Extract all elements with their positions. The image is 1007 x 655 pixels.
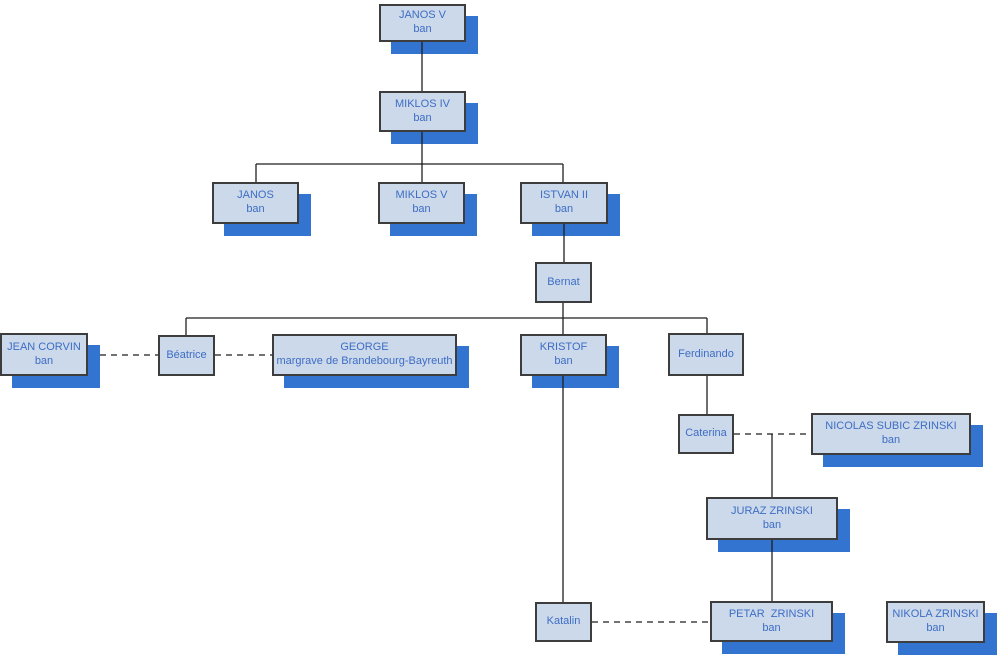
person-title: ban	[412, 203, 431, 215]
node-beatrice[interactable]: Béatrice	[158, 335, 215, 376]
person-name: Caterina	[685, 427, 727, 440]
person-name: Béatrice	[166, 348, 207, 361]
person-name: MIKLOS IV	[394, 97, 451, 110]
person-name: GEORGE	[340, 341, 389, 354]
person-title: ban	[246, 203, 265, 215]
node-caterina[interactable]: Caterina	[678, 414, 734, 454]
person-name: Ferdinando	[678, 347, 734, 360]
person-name: JEAN CORVIN	[7, 340, 81, 353]
person-name: Bernat	[547, 275, 580, 288]
person-name: PETAR ZRINSKI	[728, 607, 815, 620]
person-title: ban	[554, 203, 574, 215]
person-title: ban	[881, 434, 901, 446]
person-name: ISTVAN II	[539, 189, 589, 202]
person-name: Katalin	[546, 615, 581, 628]
person-title: margrave de Brandebourg-Bayreuth	[276, 355, 453, 367]
node-ferdinando[interactable]: Ferdinando	[668, 333, 744, 376]
person-title: ban	[926, 622, 945, 634]
person-name: JURAZ ZRINSKI	[731, 504, 813, 517]
person-name: NIKOLA ZRINSKI	[892, 608, 979, 621]
person-title: ban	[762, 621, 781, 634]
person-title: ban	[762, 518, 782, 531]
person-title: ban	[554, 355, 573, 367]
node-katalin[interactable]: Katalin	[535, 602, 592, 642]
person-name: JANOS	[237, 189, 274, 202]
person-title: ban	[34, 354, 54, 367]
person-title: ban	[413, 111, 432, 124]
person-name: KRISTOF	[539, 341, 588, 354]
person-name: MIKLOS V	[395, 189, 448, 202]
person-name: NICOLAS SUBIC ZRINSKI	[825, 420, 957, 433]
person-title: ban	[413, 23, 432, 35]
person-name: JANOS V	[398, 9, 447, 22]
node-bernat[interactable]: Bernat	[535, 262, 592, 303]
